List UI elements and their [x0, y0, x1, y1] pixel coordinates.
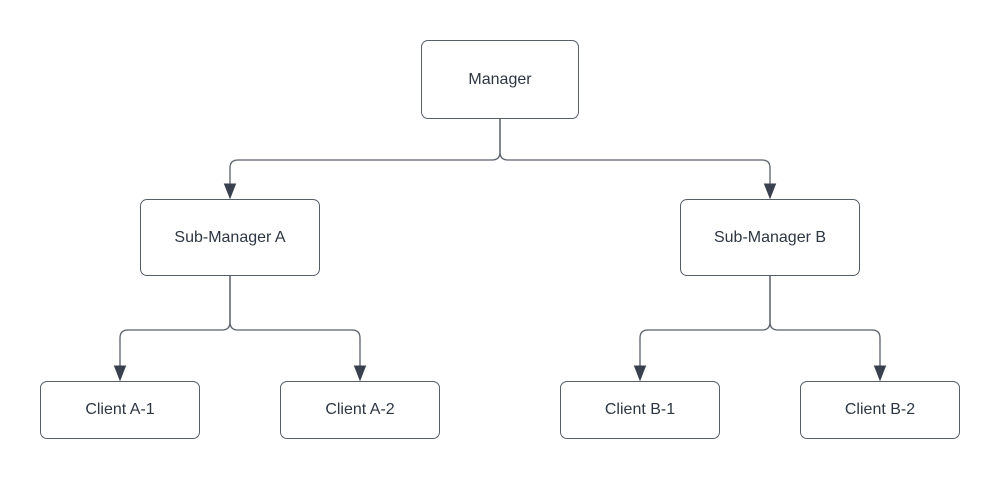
connector-sub-manager-a-to-client-a1 [113, 276, 231, 382]
node-label: Client A-1 [85, 401, 155, 418]
arrowhead-down-icon [223, 183, 237, 200]
arrowhead-down-icon [763, 183, 777, 200]
node-label: Client A-2 [325, 401, 395, 418]
arrowhead-down-icon [633, 365, 647, 382]
node-label: Sub-Manager A [174, 228, 286, 246]
connector-sub-manager-a-to-client-a2 [229, 276, 367, 382]
node-label: Sub-Manager B [713, 228, 827, 246]
node-label: Client B-2 [844, 401, 916, 418]
node-sub-manager-a[interactable]: Sub-Manager A [140, 199, 320, 276]
node-sub-manager-b[interactable]: Sub-Manager B [680, 199, 860, 276]
node-client-b2[interactable]: Client B-2 [800, 381, 960, 439]
connector-sub-manager-b-to-client-b2 [769, 276, 887, 382]
node-client-a1[interactable]: Client A-1 [40, 381, 200, 439]
arrowhead-down-icon [113, 365, 127, 382]
connector-manager-to-sub-manager-a [223, 119, 501, 200]
arrowhead-down-icon [873, 365, 887, 382]
node-label: Client B-1 [604, 401, 676, 418]
node-label: Manager [468, 70, 532, 88]
node-manager[interactable]: Manager [421, 40, 579, 119]
node-client-a2[interactable]: Client A-2 [280, 381, 440, 439]
arrowhead-down-icon [353, 365, 367, 382]
node-client-b1[interactable]: Client B-1 [560, 381, 720, 439]
connector-sub-manager-b-to-client-b1 [633, 276, 771, 382]
connector-manager-to-sub-manager-b [499, 119, 777, 200]
